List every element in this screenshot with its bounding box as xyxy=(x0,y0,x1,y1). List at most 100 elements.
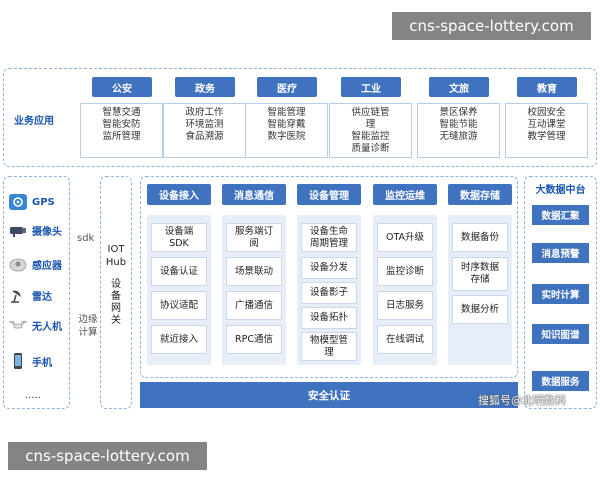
gateway-char-3: 网 xyxy=(111,303,121,314)
security-auth-bar: 安全认证 xyxy=(140,382,518,408)
module-item-label: 设备生命 周期管理 xyxy=(309,225,348,249)
gateway-char-4: 关 xyxy=(111,315,121,326)
sector-item: 供应链管 xyxy=(351,107,390,118)
bigdata-items: 数据汇聚消息预警实时计算知识图谱数据服务 xyxy=(524,176,597,409)
sector-item: 校园安全 xyxy=(527,107,566,118)
sector-item: 监所管理 xyxy=(102,131,141,142)
module-item-label: 就近接入 xyxy=(159,333,198,345)
bigdata-item: 实时计算 xyxy=(532,284,589,304)
sector-item: 智能安防 xyxy=(102,119,141,130)
bigdata-section xyxy=(524,176,597,409)
module-item-label: RPC通信 xyxy=(235,333,273,345)
module-item-label: 设备认证 xyxy=(159,265,198,277)
gps-icon xyxy=(9,194,27,210)
edge-computing-label: 边缘 计算 xyxy=(77,313,99,339)
module-item-label: 在线调试 xyxy=(385,333,424,345)
sector-item: 环境监测 xyxy=(185,119,224,130)
device-gateway-label: 设 备 网 关 xyxy=(100,279,132,327)
module-item-label: OTA升级 xyxy=(385,231,425,243)
bigdata-item: 数据服务 xyxy=(532,371,589,391)
gateway-char-2: 备 xyxy=(111,291,121,302)
sector-items: 智能管理智能穿戴数字医院 xyxy=(245,103,328,158)
device-row: ..... xyxy=(25,383,41,407)
module-item: 监控诊断 xyxy=(377,257,433,286)
sector-item: 理 xyxy=(365,119,376,130)
iot-hub-label: IOT Hub xyxy=(100,243,132,269)
sector-item: 无缝旅游 xyxy=(439,131,478,142)
device-row: 感应器 xyxy=(9,252,62,276)
module-item: 设备生命 周期管理 xyxy=(301,223,357,252)
watermark-top: cns-space-lottery.com xyxy=(392,12,591,40)
module-item: 设备拓扑 xyxy=(301,307,357,329)
sector-item: 数字医院 xyxy=(267,131,306,142)
module-item-label: 日志服务 xyxy=(385,299,424,311)
sector-title: 文旅 xyxy=(429,77,489,97)
device-row: GPS xyxy=(9,190,55,214)
gateway-char-1: 设 xyxy=(111,279,121,290)
module-item: 场景联动 xyxy=(226,257,282,286)
sector-item: 政府工作 xyxy=(185,107,224,118)
device-label: 手机 xyxy=(32,357,52,369)
module-item-label: 场景联动 xyxy=(234,265,273,277)
platform-section xyxy=(140,176,518,378)
module-item: 时序数据 存储 xyxy=(452,257,508,291)
bigdata-item: 知识图谱 xyxy=(532,324,589,344)
iot-hub-line1: IOT xyxy=(107,244,125,255)
business-section xyxy=(3,68,597,167)
module-item-label: 服务端订 阅 xyxy=(234,225,273,249)
module-title: 消息通信 xyxy=(222,184,286,205)
sector-items: 智慧交通智能安防监所管理 xyxy=(80,103,163,158)
edge-label-line1: 边缘 xyxy=(78,314,98,325)
sector-title: 工业 xyxy=(341,77,401,97)
module-title: 设备管理 xyxy=(297,184,361,205)
edge-label-line2: 计算 xyxy=(78,327,98,338)
module-column: 数据备份时序数据 存储数据分析 xyxy=(448,215,512,365)
sector-item: 智能穿戴 xyxy=(267,119,306,130)
module-item-label: 设备影子 xyxy=(309,287,348,298)
sector-title: 政务 xyxy=(175,77,235,97)
bigdata-title: 大数据中台 xyxy=(535,185,586,196)
bigdata-item: 消息预警 xyxy=(532,243,589,263)
module-item-label: 设备分发 xyxy=(309,262,348,273)
module-title: 设备接入 xyxy=(147,184,211,205)
module-item-label: 协议适配 xyxy=(159,299,198,311)
sector-item: 食品溯源 xyxy=(185,131,224,142)
radar-icon xyxy=(9,287,27,303)
credit-watermark: 搜狐号@北明数科 xyxy=(478,394,566,407)
device-row: 无人机 xyxy=(9,313,62,337)
module-column: 设备生命 周期管理设备分发设备影子设备拓扑物模型管 理 xyxy=(297,215,361,365)
module-item: 就近接入 xyxy=(151,325,207,354)
device-label: 无人机 xyxy=(32,321,62,333)
module-item: 设备认证 xyxy=(151,257,207,286)
sdk-label: sdk xyxy=(77,233,95,244)
iot-hub-column xyxy=(100,176,132,409)
watermark-bottom: cns-space-lottery.com xyxy=(8,442,207,470)
sector-item: 智能监控 xyxy=(351,131,390,142)
device-label: ..... xyxy=(25,389,41,401)
module-item: 数据备份 xyxy=(452,223,508,252)
sector-title: 教育 xyxy=(517,77,577,97)
device-row: 手机 xyxy=(9,349,52,373)
sector-item: 智慧交通 xyxy=(102,107,141,118)
sector-title: 医疗 xyxy=(257,77,317,97)
module-item: OTA升级 xyxy=(377,223,433,252)
business-label: 业务应用 xyxy=(14,116,54,127)
sector-items: 政府工作环境监测食品溯源 xyxy=(163,103,246,158)
sector-item: 智能管理 xyxy=(267,107,306,118)
module-title: 监控运维 xyxy=(373,184,437,205)
module-item: 数据分析 xyxy=(452,295,508,324)
sector-item: 教学管理 xyxy=(527,131,566,142)
device-row: 雷达 xyxy=(9,283,52,307)
module-title: 数据存储 xyxy=(448,184,512,205)
sector-items: 校园安全互动课堂教学管理 xyxy=(505,103,588,158)
module-item-label: 设备端 SDK xyxy=(164,225,194,249)
module-column: OTA升级监控诊断日志服务在线调试 xyxy=(373,215,437,365)
module-item-label: 物模型管 理 xyxy=(309,334,348,358)
sector-item: 质量诊断 xyxy=(351,143,390,154)
sector-item: 互动课堂 xyxy=(527,119,566,130)
device-label: 雷达 xyxy=(32,291,52,303)
sector-item: 智能节能 xyxy=(439,119,478,130)
sector-items: 景区保养智能节能无缝旅游 xyxy=(417,103,500,158)
